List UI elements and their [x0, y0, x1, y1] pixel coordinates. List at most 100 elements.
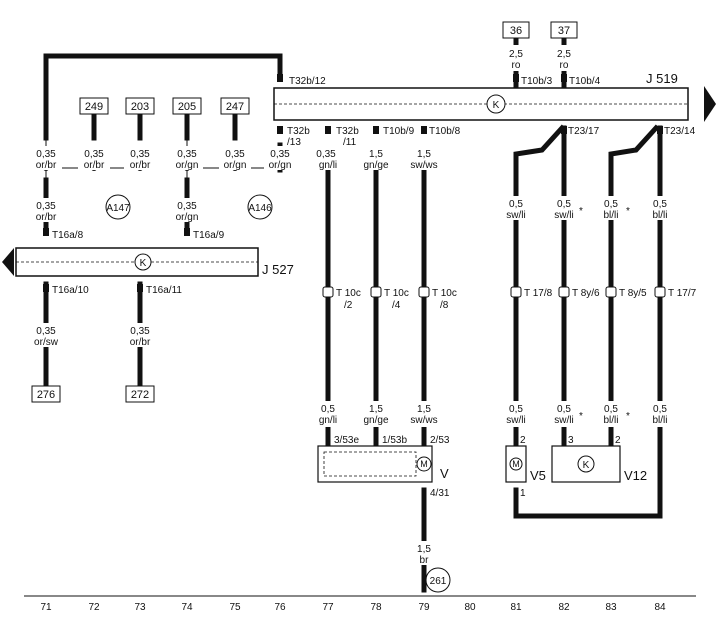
pin-v5-2: 2 — [520, 435, 526, 446]
wire-loop-71-76 — [43, 53, 283, 133]
v12-label: V12 — [624, 468, 647, 483]
col-78: 78 — [370, 602, 382, 613]
wire-labels-ground: 1,5 br — [410, 541, 438, 566]
ref-247: 247 — [226, 101, 244, 113]
wl-78-size: 1,5 — [369, 149, 383, 160]
component-v12: K V12 3 2 — [551, 435, 647, 483]
pin-t32b-13a: T32b — [287, 126, 310, 137]
ref-box-36 — [502, 21, 530, 39]
wl-74-size: 0,35 — [177, 149, 197, 160]
pin-v12-3: 3 — [568, 435, 574, 446]
pin-t8y-6: T 8y/6 — [572, 288, 600, 299]
wire-labels-mid-top: 0,35 gn/li 1,5 gn/ge 1,5 sw/ws — [314, 146, 442, 171]
wl-78l-size: 1,5 — [369, 404, 383, 415]
ref-37: 37 — [558, 25, 570, 37]
wl-73-color: or/br — [130, 160, 151, 171]
pin-t17-7: T 17/7 — [668, 288, 697, 299]
wl-83l-size: 0,5 — [604, 404, 618, 415]
wl-83-size: 0,5 — [604, 199, 618, 210]
wl-37-size: 2,5 — [557, 49, 571, 60]
col-84: 84 — [654, 602, 666, 613]
wl-82l-size: 0,5 — [557, 404, 571, 415]
pin-t10b-3: T10b/3 — [521, 76, 553, 87]
wl-79l-color: sw/ws — [410, 415, 437, 426]
pin-v12-2: 2 — [615, 435, 621, 446]
ref-203: 203 — [131, 101, 149, 113]
v-inner-dashed — [323, 451, 417, 477]
pin-t10b-4: T10b/4 — [569, 76, 601, 87]
pin-t32b-11b: /11 — [343, 137, 357, 148]
pin-t32b-11a: T32b — [336, 126, 359, 137]
a146-label: A146 — [248, 203, 272, 214]
wl-71-size: 0,35 — [36, 149, 56, 160]
j527-k-label: K — [140, 258, 147, 269]
wl-78l-color: gn/ge — [363, 415, 388, 426]
pin-t16a-9: T16a/9 — [193, 230, 225, 241]
ground-261-circle — [425, 567, 451, 593]
wl-79g-size: 1,5 — [417, 544, 431, 555]
wl-71b-size: 0,35 — [36, 201, 56, 212]
wl-36-size: 2,5 — [509, 49, 523, 60]
v5-motor-label: M — [512, 459, 520, 469]
wl-75-color: or/gn — [224, 160, 247, 171]
col-73: 73 — [134, 602, 146, 613]
ref-box-276 — [31, 385, 61, 403]
col-75: 75 — [229, 602, 241, 613]
v-box — [317, 445, 433, 483]
j527-control-unit: K J 527 — [2, 247, 294, 277]
wire-labels-right-top: 0,5 sw/li 0,5 sw/li * 0,5 bl/li * 0,5 bl… — [504, 196, 673, 221]
wl-78-color: gn/ge — [363, 160, 388, 171]
pin-mark-t23-14 — [657, 126, 663, 134]
pin-t10c-2a: T 10c — [336, 288, 361, 299]
col-79: 79 — [418, 602, 430, 613]
ref-box-203 — [125, 97, 155, 115]
j519-label: J 519 — [646, 71, 678, 86]
pin-t32b-13b: /13 — [287, 137, 301, 148]
wl-37-color: ro — [560, 60, 569, 71]
conn-t10c-4 — [370, 286, 382, 298]
connectors-mid — [322, 286, 666, 298]
v12-k-icon — [577, 455, 595, 473]
conn-t10c-8 — [418, 286, 430, 298]
wl-71c-color: or/sw — [34, 337, 59, 348]
wl-79-size: 1,5 — [417, 149, 431, 160]
pin-t10c-8a: T 10c — [432, 288, 457, 299]
j527-arrow-icon — [2, 248, 14, 276]
pin-t23-14: T23/14 — [664, 126, 696, 137]
pin-mark-t23-17 — [561, 126, 567, 134]
pin-t10c-4a: T 10c — [384, 288, 409, 299]
pin-t10c-8b: /8 — [440, 300, 449, 311]
wl-81l-color: sw/li — [506, 415, 525, 426]
conn-t10c-2 — [322, 286, 334, 298]
pin-3-53e: 3/53e — [334, 435, 359, 446]
wl-83-color: bl/li — [603, 210, 618, 221]
ground-261-label: 261 — [430, 576, 447, 587]
j527-label: J 527 — [262, 262, 294, 277]
ref-205: 205 — [178, 101, 196, 113]
j519-control-unit: K J 519 — [273, 71, 716, 122]
wl-74b-size: 0,35 — [177, 201, 197, 212]
wl-73c-size: 0,35 — [130, 326, 150, 337]
wl-36-color: ro — [512, 60, 521, 71]
wl-71-color: or/br — [36, 160, 57, 171]
ref-272: 272 — [131, 389, 149, 401]
wl-77-size: 0,35 — [316, 149, 336, 160]
a146-circle — [247, 194, 273, 220]
wl-71c-size: 0,35 — [36, 326, 56, 337]
col-80: 80 — [464, 602, 476, 613]
wl-72-size: 0,35 — [84, 149, 104, 160]
ref-boxes — [31, 21, 578, 403]
conn-t8y-5 — [605, 286, 617, 298]
wl-76-color: or/gn — [269, 160, 292, 171]
pin-t16a-10: T16a/10 — [52, 285, 89, 296]
wl-79l-size: 1,5 — [417, 404, 431, 415]
pin-labels: T32b/12 T10b/3 T10b/4 T32b /13 T32b /11 … — [52, 76, 696, 296]
wl-79g-color: br — [420, 555, 430, 566]
wl-73c-color: or/br — [130, 337, 151, 348]
a147-circle — [105, 194, 131, 220]
col-83: 83 — [605, 602, 617, 613]
wire-labels-j527-out: 0,35 or/sw 0,35 or/br — [30, 323, 156, 348]
pin-t23-17: T23/17 — [568, 126, 600, 137]
pin-4-31: 4/31 — [430, 488, 450, 499]
